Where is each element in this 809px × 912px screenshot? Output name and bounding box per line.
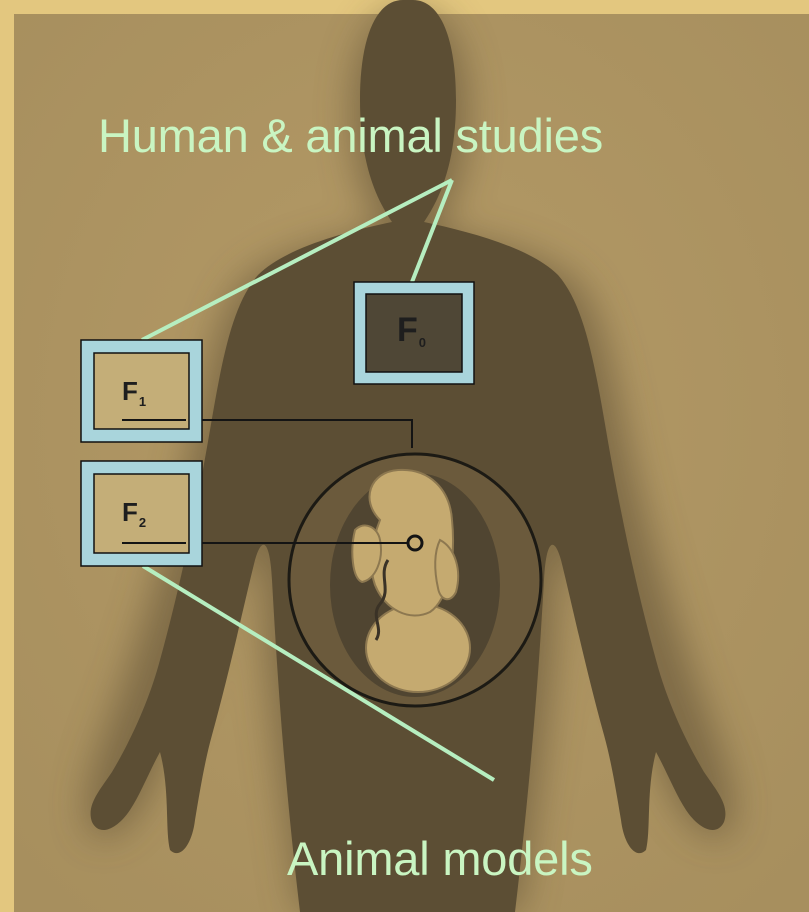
f1-letter: F <box>122 376 138 406</box>
generation-f2-label: F2 <box>122 499 146 525</box>
generation-f0-label: F0 <box>397 313 426 347</box>
generation-f1-label: F1 <box>122 378 146 404</box>
animal-models-label: Animal models <box>287 835 593 882</box>
human-animal-studies-label: Human & animal studies <box>98 112 603 159</box>
f1-subscript: 1 <box>139 394 146 409</box>
f2-subscript: 2 <box>139 515 146 530</box>
f0-letter: F <box>397 311 418 349</box>
womb <box>289 454 541 706</box>
f2-letter: F <box>122 497 138 527</box>
f0-subscript: 0 <box>419 335 426 350</box>
